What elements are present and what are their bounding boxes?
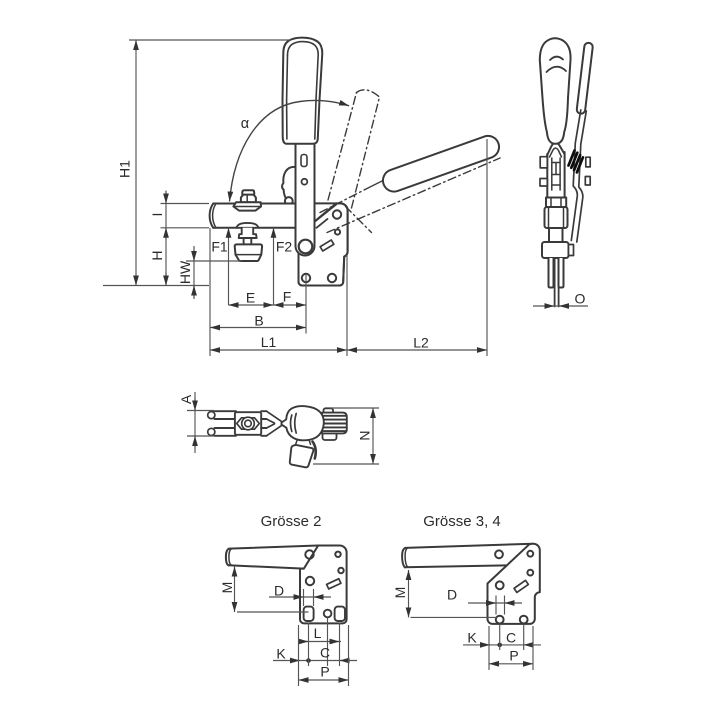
svg-text:H: H [149, 250, 165, 260]
svg-text:HW: HW [177, 260, 193, 284]
svg-text:K: K [276, 646, 286, 662]
svg-text:Grösse 3, 4: Grösse 3, 4 [423, 513, 501, 530]
svg-text:N: N [357, 430, 373, 440]
svg-text:B: B [254, 313, 263, 329]
svg-text:H1: H1 [117, 160, 133, 178]
svg-text:K: K [467, 630, 477, 646]
svg-text:P: P [509, 648, 518, 664]
svg-text:F1: F1 [211, 239, 228, 255]
svg-text:F: F [283, 289, 292, 305]
svg-text:A: A [178, 394, 194, 404]
svg-text:M: M [219, 582, 235, 594]
svg-text:O: O [575, 291, 586, 307]
svg-text:F2: F2 [276, 239, 293, 255]
svg-text:C: C [320, 645, 330, 661]
svg-text:L: L [314, 625, 322, 641]
svg-text:C: C [506, 630, 516, 646]
svg-text:I: I [149, 213, 165, 217]
svg-text:D: D [274, 583, 284, 599]
svg-text:L1: L1 [261, 334, 277, 350]
svg-text:Grösse 2: Grösse 2 [261, 513, 322, 530]
svg-text:M: M [392, 587, 408, 599]
svg-text:P: P [320, 664, 329, 680]
svg-text:L2: L2 [413, 335, 429, 351]
svg-text:α: α [241, 116, 249, 132]
svg-text:D: D [447, 587, 457, 603]
svg-text:E: E [246, 290, 255, 306]
